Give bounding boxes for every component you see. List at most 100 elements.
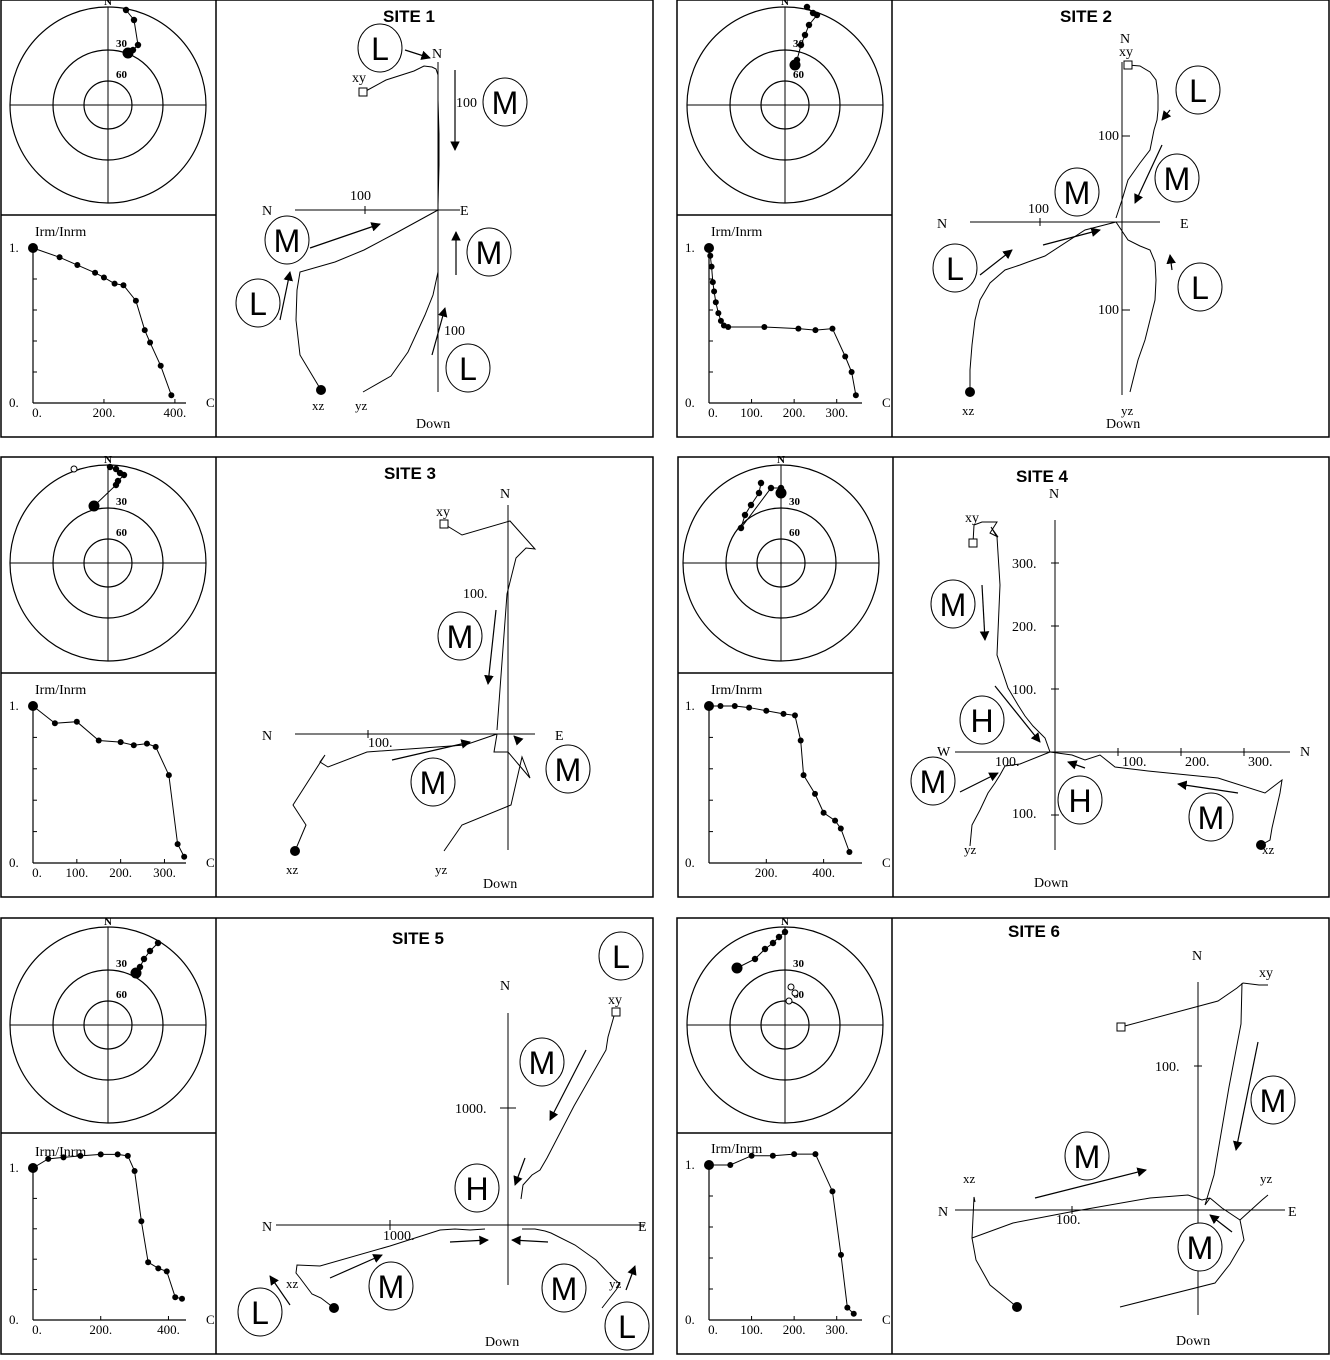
- component-marker-L: L: [1189, 73, 1207, 109]
- component-marker-circle: [1250, 1075, 1296, 1125]
- site-1-tick-v2: 100: [444, 324, 465, 339]
- component-marker-M: M: [1260, 1083, 1287, 1119]
- site-4-tick-v-100: 100.: [1012, 683, 1037, 698]
- stereonet-north-label: N: [104, 454, 112, 466]
- decay-y-tick-1: 1.: [9, 240, 19, 255]
- decay-x-tick-label: 400.: [157, 1322, 180, 1337]
- site-4-tick-w: 100.: [995, 755, 1020, 770]
- decay-point: [145, 1259, 152, 1266]
- direction-arrow: [309, 222, 381, 249]
- direction-arrow: [1034, 1167, 1147, 1199]
- component-marker-L: L: [618, 1309, 636, 1345]
- stereonet-60-label: 60: [116, 69, 128, 81]
- site-6-e: E: [1288, 1205, 1297, 1220]
- component-marker-H: H: [465, 1171, 488, 1207]
- decay-point: [51, 720, 58, 727]
- component-marker-circle: [482, 77, 528, 127]
- decay-unit-label: C: [882, 395, 891, 410]
- decay-point: [172, 1294, 179, 1301]
- stereonet-point: [731, 962, 743, 974]
- stereonet-point: [112, 481, 120, 489]
- site-2-zijderveld: [969, 62, 1160, 395]
- site-3-zijderveld: [292, 505, 537, 852]
- stereonet-point: [120, 471, 128, 479]
- component-marker-circle: [264, 215, 310, 265]
- component-marker-circle: [368, 1261, 414, 1311]
- decay-ylabel: Irm/Inrm: [35, 225, 86, 240]
- site-6-tick-v: 100.: [1155, 1060, 1180, 1075]
- decay-point: [829, 1188, 836, 1195]
- site-1-xz: xz: [312, 398, 325, 413]
- decay-x-tick-label: 0.: [32, 405, 42, 420]
- decay-point: [727, 1162, 734, 1168]
- site-6-down: Down: [1176, 1334, 1210, 1349]
- site-4-zijderveld: [955, 520, 1290, 850]
- direction-arrow: [1233, 1041, 1259, 1151]
- zijderveld-start-square: [1123, 60, 1133, 70]
- decay-ylabel: Irm/Inrm: [711, 683, 762, 698]
- decay-point: [780, 710, 787, 717]
- stereonet-30-label: 30: [116, 958, 128, 970]
- decay-point: [812, 1151, 819, 1158]
- decay-x-tick-label: 0.: [32, 1322, 42, 1337]
- stereonet-point: [741, 511, 749, 519]
- site-1-n-left: N: [262, 204, 272, 219]
- stereonet-60-label: 60: [789, 527, 801, 539]
- decay-y-tick-1: 1.: [9, 1160, 19, 1175]
- stereonet-30-label: 30: [116, 38, 128, 50]
- decay-point: [111, 280, 118, 287]
- decay-curve: [32, 1153, 183, 1300]
- decay-x-tick-label: 200.: [755, 865, 778, 880]
- site-2-title: SITE 2: [1060, 7, 1112, 26]
- decay-ylabel: Irm/Inrm: [711, 225, 762, 240]
- decay-point: [181, 853, 188, 860]
- zijderveld-start-dot: [290, 846, 300, 856]
- site-3-n-top: N: [500, 487, 510, 502]
- direction-arrow: [391, 739, 471, 761]
- decay-unit-label: C: [206, 395, 215, 410]
- decay-curve: [32, 705, 185, 857]
- stereonet-60-label: 60: [116, 989, 128, 1001]
- site-3-yz: yz: [435, 862, 448, 877]
- component-marker-L: L: [612, 939, 630, 975]
- component-marker-circle: [910, 756, 956, 806]
- component-marker-circle: [445, 343, 491, 393]
- decay-point: [850, 1310, 857, 1317]
- component-marker-L: L: [249, 286, 267, 322]
- decay-point: [143, 740, 150, 747]
- site-5-zijderveld: [276, 1011, 645, 1309]
- site-4-n-right: N: [1300, 745, 1310, 760]
- zijderveld-start-square: [968, 538, 978, 548]
- site-1-xy: xy: [352, 71, 366, 86]
- site-6-yz: yz: [1260, 1171, 1273, 1186]
- site-4-tick-v-100b: 100.: [1012, 807, 1037, 822]
- decay-point: [848, 369, 855, 375]
- direction-arrow: [404, 49, 431, 60]
- component-marker-circle: [235, 278, 281, 328]
- decay-point: [174, 841, 181, 848]
- site-1-down: Down: [416, 417, 450, 432]
- site-2-xz: xz: [962, 403, 975, 418]
- zijderveld-start-dot: [316, 385, 326, 395]
- stereonet-point: [751, 955, 759, 963]
- site-5-e: E: [638, 1220, 647, 1235]
- site-2-yz: yz: [1121, 403, 1134, 418]
- decay-y-tick-0: 0.: [685, 1312, 695, 1327]
- decay-point: [852, 392, 859, 399]
- decay-x-tick-label: 200.: [93, 405, 116, 420]
- decay-curve: [32, 247, 172, 396]
- decay-point: [812, 327, 819, 334]
- component-marker-circle: [1054, 167, 1100, 217]
- direction-arrow: [959, 772, 999, 793]
- site-6-n-top: N: [1192, 949, 1202, 964]
- direction-arrow: [1177, 780, 1239, 794]
- site-1-n-top: N: [432, 47, 442, 62]
- stereonet-open-point: [787, 983, 795, 991]
- stereonet-point: [761, 945, 769, 953]
- stereonet-point: [769, 939, 777, 947]
- site-1-tick-v: 100: [456, 96, 477, 111]
